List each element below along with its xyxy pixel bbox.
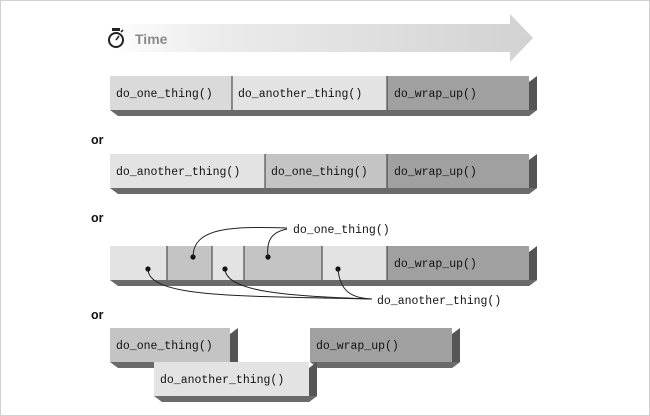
row4-block-wrap-up <box>310 328 452 362</box>
row-1: do_one_thing() do_another_thing() do_wra… <box>110 76 537 116</box>
row2-block-wrap-up <box>387 154 529 188</box>
row1-block-another-thing <box>232 76 387 110</box>
row-2: do_another_thing() do_one_thing() do_wra… <box>110 154 537 194</box>
row-4: do_one_thing() do_wrap_up() do_another_t… <box>110 328 460 402</box>
or-label-2: or <box>91 211 104 225</box>
row2-bottom <box>110 188 537 194</box>
row4-wrap-side <box>452 328 460 368</box>
row1-label-3: do_wrap_up() <box>394 88 477 101</box>
row3-segment-one <box>167 246 212 280</box>
row1-label-1: do_one_thing() <box>116 88 213 101</box>
callout-line-another-thing <box>147 268 373 300</box>
row3-block-wrap-up <box>387 246 529 280</box>
row2-side <box>529 154 537 194</box>
or-label-1: or <box>91 133 104 147</box>
row3-side <box>529 246 537 286</box>
row2-block-one-thing <box>265 154 387 188</box>
row2-label-3: do_wrap_up() <box>394 166 477 179</box>
row3-segment-another <box>322 246 387 280</box>
row1-block-wrap-up <box>387 76 529 110</box>
callout-one-thing-label: do_one_thing() <box>293 224 390 237</box>
callout-line-one-thing <box>192 226 288 258</box>
row3-segment-another <box>212 246 244 280</box>
row4-another-bottom <box>154 396 317 402</box>
row4-label-3: do_wrap_up() <box>316 340 399 353</box>
callout-line-another-thing <box>224 268 373 300</box>
row2-block-another-thing <box>110 154 265 188</box>
row3-segment-one <box>244 246 322 280</box>
row2-label-1: do_another_thing() <box>116 166 240 179</box>
row1-bottom <box>110 110 537 116</box>
row3-segment-another <box>110 246 167 280</box>
row3-bottom <box>110 280 537 286</box>
row4-block-another-thing <box>154 362 309 396</box>
row3-label-3: do_wrap_up() <box>394 258 477 271</box>
callout-another-thing-label: do_another_thing() <box>377 295 501 308</box>
stopwatch-icon <box>108 28 124 48</box>
callout-line-one-thing <box>267 228 288 258</box>
time-label: Time <box>135 31 168 47</box>
callout-line-another-thing <box>337 268 373 300</box>
row4-label-2: do_another_thing() <box>160 374 284 387</box>
time-arrow <box>108 14 533 62</box>
row-3: do_wrap_up() do_one_thing() do_another_t… <box>110 224 537 308</box>
row4-another-side <box>309 362 317 402</box>
row4-block-one-thing <box>110 328 230 362</box>
or-label-3: or <box>91 308 104 322</box>
row4-label-1: do_one_thing() <box>116 340 213 353</box>
row1-label-2: do_another_thing() <box>238 88 362 101</box>
row2-label-2: do_one_thing() <box>271 166 368 179</box>
row4-wrap-bottom <box>310 362 460 368</box>
row1-side <box>529 76 537 116</box>
row1-block-one-thing <box>110 76 232 110</box>
row4-one-side <box>230 328 238 368</box>
